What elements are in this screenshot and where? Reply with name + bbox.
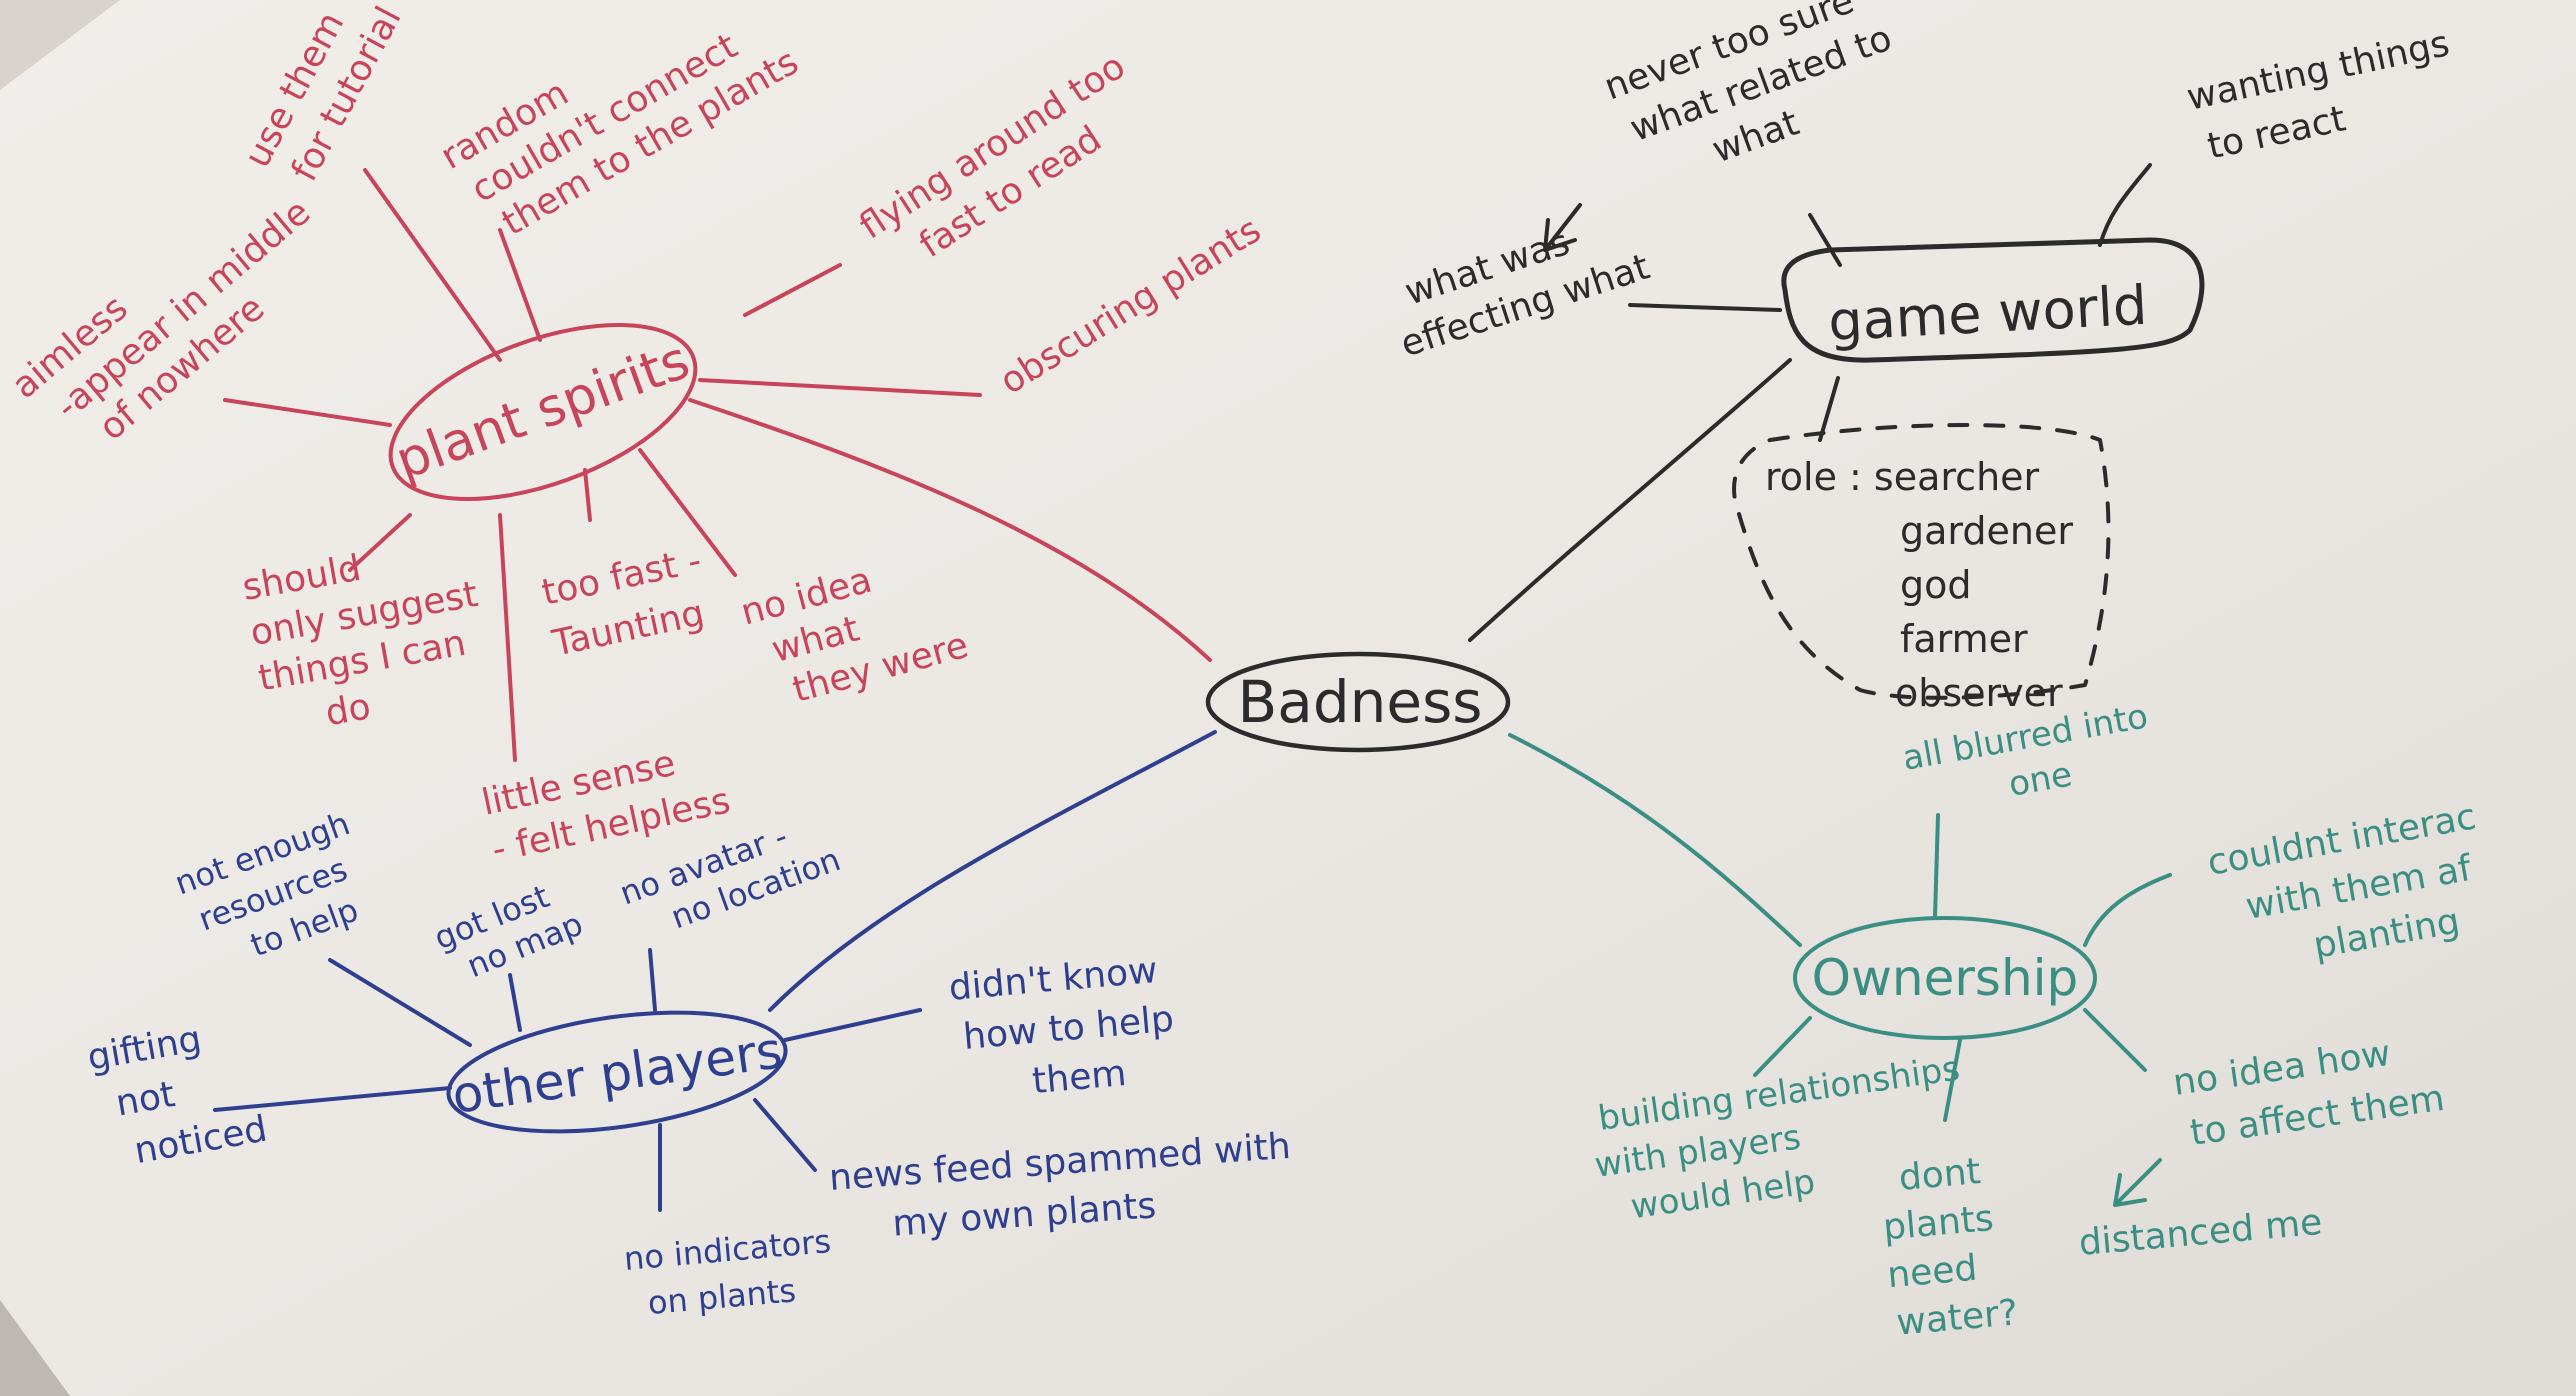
- ow-note-dont-plants-need-water: dont plants need water?: [1877, 1149, 2019, 1344]
- spoke-gw-n3: [1628, 303, 1782, 312]
- spoke-ps-n9: [498, 513, 517, 762]
- spoke-gw-n2: [2098, 163, 2152, 247]
- spoke-ps-n7: [583, 468, 592, 522]
- spoke-gw-role: [1818, 376, 1840, 442]
- role-box-dashed-outline: [1732, 423, 2111, 700]
- ownership-label: Ownership: [1812, 949, 2079, 1007]
- spoke-ow-n1: [1933, 813, 1940, 919]
- center-node-label: Badness: [1237, 668, 1482, 736]
- connector-center-to-game-world: [1468, 358, 1792, 642]
- center-node-ellipse: [1205, 651, 1511, 753]
- arrow-gw-n1-to-n3: [1543, 203, 1582, 252]
- spoke-op-n5: [213, 1086, 452, 1112]
- spoke-op-n1: [328, 958, 472, 1047]
- connector-center-to-other-players: [768, 730, 1217, 1012]
- spoke-ow-n4: [1943, 1038, 1962, 1122]
- spoke-ow-n5: [2083, 1008, 2147, 1072]
- gw-role-box-text: role : searcher gardener god farmer obse…: [1765, 455, 2085, 715]
- spoke-op-n2: [508, 973, 522, 1032]
- spoke-ps-n5: [223, 398, 392, 427]
- ps-note-should-only-suggest: should only suggest things I can do: [239, 527, 508, 745]
- spoke-ps-n4: [698, 378, 982, 397]
- spoke-ps-n2: [498, 228, 542, 342]
- spoke-ps-n6: [348, 513, 412, 572]
- spoke-op-n4: [783, 1008, 922, 1042]
- connector-center-to-ownership: [1508, 733, 1802, 947]
- arrow-ow-n5-to-n6: [2113, 1158, 2162, 1207]
- center-node: Badness: [1205, 651, 1511, 753]
- spoke-ps-n3: [743, 263, 842, 317]
- connector-center-to-plant-spirits: [688, 398, 1212, 662]
- ownership-ellipse: [1793, 916, 2097, 1040]
- spoke-ps-n8: [638, 448, 737, 577]
- spoke-ps-n1: [363, 168, 502, 362]
- other-players-ellipse: [446, 1010, 788, 1134]
- spoke-ow-n2: [2083, 873, 2172, 947]
- ownership-branch: Ownership: [1508, 733, 2172, 1207]
- spoke-op-n3: [648, 948, 657, 1012]
- spoke-gw-n1: [1808, 213, 1842, 267]
- paper-corner-shadow: [0, 0, 120, 90]
- plant-spirits-ellipse: [388, 322, 698, 502]
- spoke-op-n6: [753, 1098, 817, 1172]
- spoke-ow-n3: [1753, 1016, 1812, 1077]
